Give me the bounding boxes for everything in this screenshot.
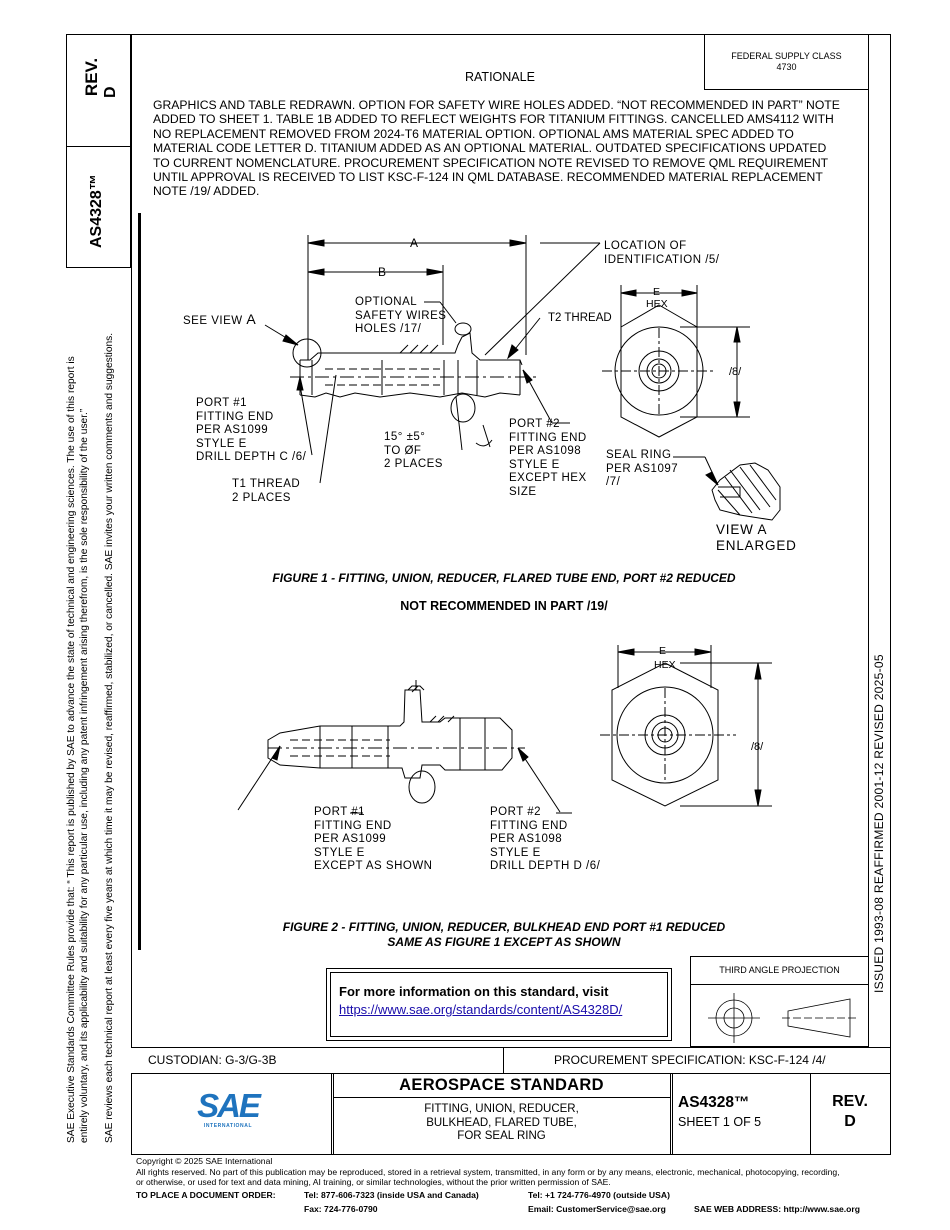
fig2-dim-e: E <box>659 645 667 657</box>
procurement-spec: PROCUREMENT SPECIFICATION: KSC-F-124 /4/ <box>554 1053 826 1067</box>
custodian: CUSTODIAN: G-3/G-3B <box>148 1053 277 1067</box>
left-header-box <box>66 34 131 268</box>
fig2-hex: HEX <box>654 659 676 671</box>
fig1-hex: HEX <box>646 298 668 310</box>
rev-label-vertical: REV. <box>82 57 101 97</box>
rationale-heading: RATIONALE <box>465 70 535 84</box>
fig1-port1: PORT #1 FITTING END PER AS1099 STYLE E D… <box>196 397 307 463</box>
footer-rights-1: All rights reserved. No part of this pub… <box>136 1166 840 1177</box>
info-box: For more information on this standard, v… <box>330 972 668 1037</box>
fig1-view-a: VIEW A ENLARGED <box>716 522 797 553</box>
fig1-t1-thread: T1 THREAD 2 PLACES <box>232 478 301 504</box>
margin-notice-line1: SAE Executive Standards Committee Rules … <box>66 356 77 1143</box>
figure1-caption: FIGURE 1 - FITTING, UNION, REDUCER, FLAR… <box>272 571 736 585</box>
fig1-dim-b: B <box>378 265 387 279</box>
footer-copyright: Copyright © 2025 SAE International <box>136 1156 273 1166</box>
projection-symbol <box>708 993 856 1043</box>
fig1-location-id: LOCATION OF IDENTIFICATION /5/ <box>604 240 720 266</box>
see-view-label: SEE VIEW <box>183 315 243 327</box>
sae-logo-text: SAE <box>197 1087 261 1124</box>
standard-link[interactable]: https://www.sae.org/standards/content/AS… <box>339 1002 623 1017</box>
fsc-label: FEDERAL SUPPLY CLASS <box>731 51 842 61</box>
fig1-port2: PORT #2 FITTING END PER AS1098 STYLE E E… <box>509 418 587 498</box>
drawing-left-border <box>138 213 141 950</box>
issue-status-vertical: ISSUED 1993-08 REAFFIRMED 2001-12 REVISE… <box>872 654 886 993</box>
fig1-angle: 15° ±5° TO ØF 2 PLACES <box>384 431 443 470</box>
figure2-drawing <box>237 645 772 814</box>
fig1-t2-thread: T2 THREAD <box>548 312 612 324</box>
not-recommended-note: NOT RECOMMENDED IN PART /19/ <box>400 599 608 613</box>
title-doc-number: AS4328™ <box>678 1094 750 1111</box>
doc-number-vertical: AS4328™ <box>88 174 105 248</box>
figure2-caption-line2: SAME AS FIGURE 1 EXCEPT AS SHOWN <box>387 935 621 949</box>
sae-logo: SAE INTERNATIONAL <box>193 1087 263 1130</box>
figure1-drawing <box>264 235 781 521</box>
fig1-dim-e: E <box>653 286 661 298</box>
fig1-optional-safety: OPTIONAL SAFETY WIRES HOLES /17/ <box>355 296 447 335</box>
see-view-letter: A <box>246 311 257 327</box>
margin-notice-line2: entirely voluntary, and its applicabilit… <box>79 408 90 1143</box>
figure2-caption-line1: FIGURE 2 - FITTING, UNION, REDUCER, BULK… <box>282 920 726 934</box>
sae-logo-sub: INTERNATIONAL <box>203 1123 253 1129</box>
federal-supply-class-box: FEDERAL SUPPLY CLASS 4730 <box>704 34 869 90</box>
fig1-dim-8: /8/ <box>729 366 742 378</box>
document-title: FITTING, UNION, REDUCER, BULKHEAD, FLARE… <box>424 1103 579 1142</box>
info-box-text: For more information on this standard, v… <box>339 984 609 999</box>
title-block <box>131 1073 891 1155</box>
aerospace-standard-title: AEROSPACE STANDARD <box>399 1075 604 1094</box>
footer-tel-usa: Tel: 877-606-7323 (inside USA and Canada… <box>304 1190 479 1200</box>
sheet-number: SHEET 1 OF 5 <box>678 1115 762 1129</box>
title-rev: REV. D <box>832 1093 868 1130</box>
margin-notice-line3: SAE reviews each technical report at lea… <box>104 332 115 1143</box>
projection-box <box>690 956 869 1047</box>
footer-email[interactable]: Email: CustomerService@sae.org <box>528 1204 666 1214</box>
fig2-port1: PORT #1 FITTING END PER AS1099 STYLE E E… <box>314 806 433 872</box>
rev-value-vertical: D <box>102 86 119 98</box>
projection-label: THIRD ANGLE PROJECTION <box>719 965 840 975</box>
fig1-seal-ring: SEAL RING PER AS1097 /7/ <box>606 449 679 488</box>
footer-fax: Fax: 724-776-0790 <box>304 1204 378 1214</box>
footer-tel-outside: Tel: +1 724-776-4970 (outside USA) <box>528 1190 670 1200</box>
fig2-port2: PORT #2 FITTING END PER AS1098 STYLE E D… <box>490 806 601 872</box>
fig1-dim-a: A <box>410 236 419 250</box>
fig1-see-view: SEE VIEW A <box>183 311 257 329</box>
info-box-outer <box>326 968 672 1041</box>
footer: Copyright © 2025 SAE International All r… <box>136 1156 936 1188</box>
rationale-body: GRAPHICS AND TABLE REDRAWN. OPTION FOR S… <box>153 98 840 199</box>
fsc-number: 4730 <box>776 62 797 72</box>
footer-rights-2: or otherwise, or used for text and data … <box>136 1177 611 1187</box>
footer-order-label: TO PLACE A DOCUMENT ORDER: <box>136 1190 276 1200</box>
footer-web[interactable]: SAE WEB ADDRESS: http://www.sae.org <box>694 1204 860 1214</box>
fig2-dim-8: /8/ <box>751 741 764 753</box>
